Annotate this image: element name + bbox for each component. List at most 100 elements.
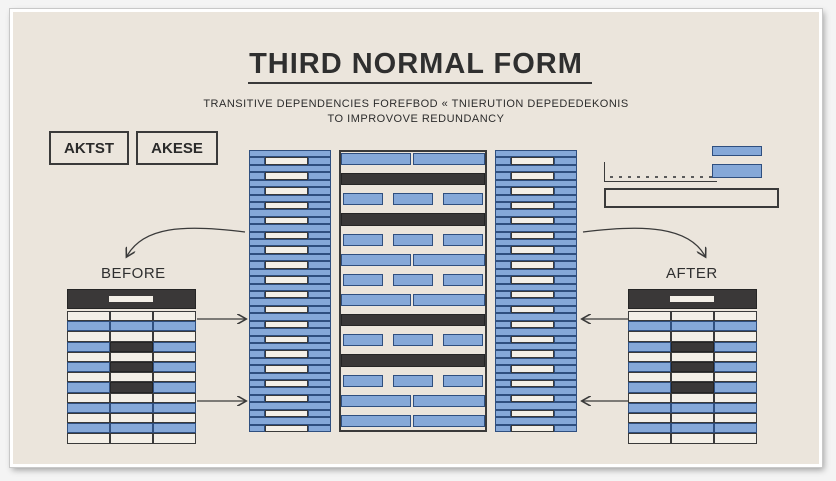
- grid-cell: [511, 216, 555, 225]
- table-cell: [671, 392, 714, 403]
- table-cell: [67, 331, 110, 342]
- grid-row: [249, 209, 331, 217]
- arrow-curve-left: [127, 227, 246, 256]
- grid-row: [249, 268, 331, 277]
- table-cell: [714, 392, 757, 403]
- grid-cell: [308, 276, 331, 284]
- subtitle-line-1: TRANSITIVE DEPENDENCIES FOREFBOD « TNIER…: [203, 98, 629, 110]
- grid-row: [249, 313, 331, 321]
- row-cell: [413, 394, 485, 407]
- grid-row: [249, 357, 331, 366]
- table-cell: [714, 423, 757, 434]
- grid-cell: [308, 291, 331, 299]
- pill-cell: [393, 374, 433, 387]
- grid-row: [495, 179, 577, 188]
- table-cell: [110, 402, 153, 413]
- table-cell: [67, 311, 110, 322]
- grid-cell: [495, 157, 512, 165]
- grid-cell: [495, 261, 512, 269]
- row-cell: [341, 253, 411, 266]
- grid-cell: [265, 246, 309, 254]
- table-cell: [153, 351, 196, 362]
- header-label-bar: [670, 296, 714, 302]
- separator-bar: [341, 213, 485, 226]
- grid-cell: [554, 291, 577, 299]
- table-cell: [628, 311, 671, 322]
- table-cell: [110, 392, 153, 403]
- grid-cell: [249, 276, 266, 284]
- grid-cell: [308, 305, 331, 314]
- table-cell: [153, 423, 196, 434]
- grid-cell: [308, 231, 331, 240]
- table-cell: [628, 423, 671, 434]
- table-cell: [67, 392, 110, 403]
- grid-cell: [249, 409, 266, 418]
- pill-cell: [443, 273, 483, 286]
- mini-tick: [673, 176, 676, 178]
- grid-cell: [495, 231, 512, 240]
- table-cell: [628, 392, 671, 403]
- subtitle-line-2: TO IMPROVOVE REDUNDANCY: [327, 113, 505, 125]
- grid-cell: [249, 335, 266, 343]
- table-cell: [671, 311, 714, 322]
- grid-cell: [495, 201, 512, 210]
- grid-cell: [308, 380, 331, 388]
- pill-cell: [343, 193, 383, 206]
- grid-cell: [249, 261, 266, 269]
- table-cell: [714, 331, 757, 342]
- mini-tick: [664, 176, 667, 178]
- grid-cell: [308, 350, 331, 358]
- grid-cell: [249, 216, 266, 225]
- table-cell: [714, 382, 757, 393]
- grid-cell: [511, 350, 555, 358]
- grid-row: [249, 372, 331, 381]
- grid-cell: [308, 394, 331, 403]
- grid-row: [249, 417, 331, 425]
- arrows-layer: [13, 227, 819, 464]
- grid-cell: [495, 409, 512, 418]
- grid-cell: [308, 409, 331, 418]
- grid-cell: [554, 172, 577, 180]
- table-cell: [110, 372, 153, 383]
- grid-cell: [495, 380, 512, 388]
- grid-cell: [554, 201, 577, 210]
- table-cell: [67, 413, 110, 424]
- grid-row: [495, 328, 577, 336]
- table-cell: [67, 372, 110, 383]
- table-cell: [153, 362, 196, 373]
- grid-cell: [511, 261, 555, 269]
- mini-tick: [610, 176, 613, 178]
- grid-cell: [511, 394, 555, 403]
- grid-cell: [511, 157, 555, 165]
- grid-row: [249, 239, 331, 247]
- grid-cell: [511, 276, 555, 284]
- grid-cell: [554, 276, 577, 284]
- grid-cell: [265, 261, 309, 269]
- grid-cell: [554, 187, 577, 195]
- pill-cell: [443, 193, 483, 206]
- grid-cell: [308, 172, 331, 180]
- grid-cell: [249, 305, 266, 314]
- grid-row: [495, 224, 577, 232]
- table-cell: [714, 341, 757, 352]
- grid-cell: [265, 380, 309, 388]
- grid-cell: [554, 305, 577, 314]
- grid-cell: [265, 216, 309, 225]
- grid-cell: [265, 394, 309, 403]
- table-cell: [671, 321, 714, 332]
- mini-tick: [619, 176, 622, 178]
- row-cell: [341, 414, 411, 427]
- table-cell: [153, 372, 196, 383]
- table-cell: [153, 392, 196, 403]
- grid-row: [249, 402, 331, 410]
- row-cell: [413, 253, 485, 266]
- header-label-bar: [109, 296, 153, 302]
- grid-row: [495, 357, 577, 366]
- mini-tick: [655, 176, 658, 178]
- table-cell: [628, 321, 671, 332]
- grid-cell: [249, 291, 266, 299]
- table-cell: [671, 372, 714, 383]
- table-cell: [714, 413, 757, 424]
- grid-cell: [308, 157, 331, 165]
- pill-cell: [393, 233, 433, 246]
